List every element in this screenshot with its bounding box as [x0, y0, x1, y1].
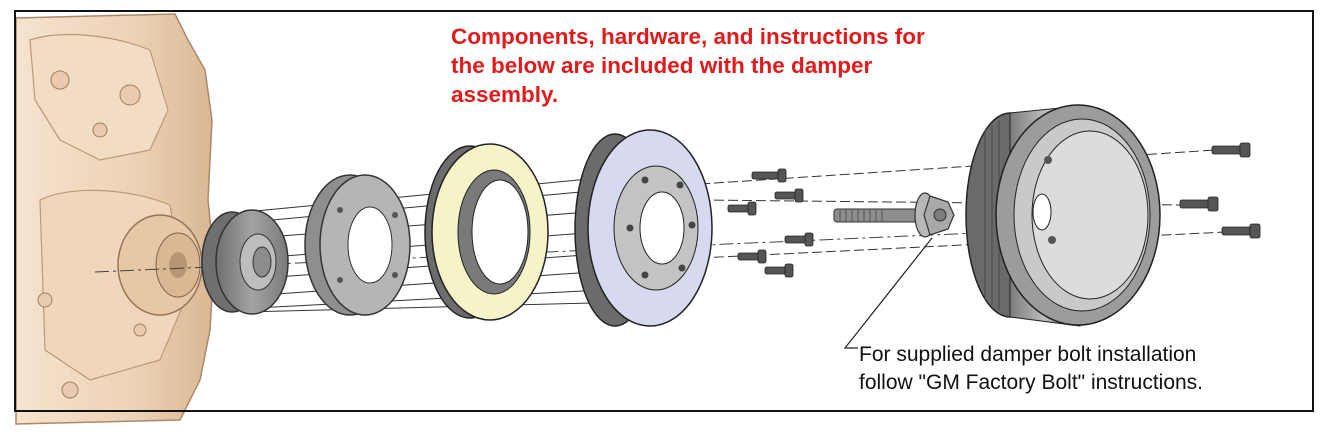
note-line: the below are included with the damper — [451, 53, 873, 78]
note-line: Components, hardware, and instructions f… — [451, 24, 925, 49]
included-components-note: Components, hardware, and instructions f… — [451, 22, 1051, 109]
spacer-ring — [304, 174, 411, 316]
callout-line: For supplied damper bolt installation — [859, 343, 1197, 366]
pulley — [965, 104, 1161, 327]
callout-line: follow "GM Factory Bolt" instructions. — [859, 371, 1204, 394]
engine-block — [15, 13, 215, 425]
damper-bolt — [833, 192, 955, 238]
fastener-bolts — [727, 142, 1261, 278]
damper-inertia-ring — [424, 143, 549, 321]
note-line: assembly. — [451, 82, 559, 107]
crank-hub — [201, 209, 289, 315]
damper-hub — [574, 129, 713, 327]
callout-leader — [843, 237, 933, 349]
damper-bolt-callout: For supplied damper bolt installation fo… — [859, 341, 1309, 397]
